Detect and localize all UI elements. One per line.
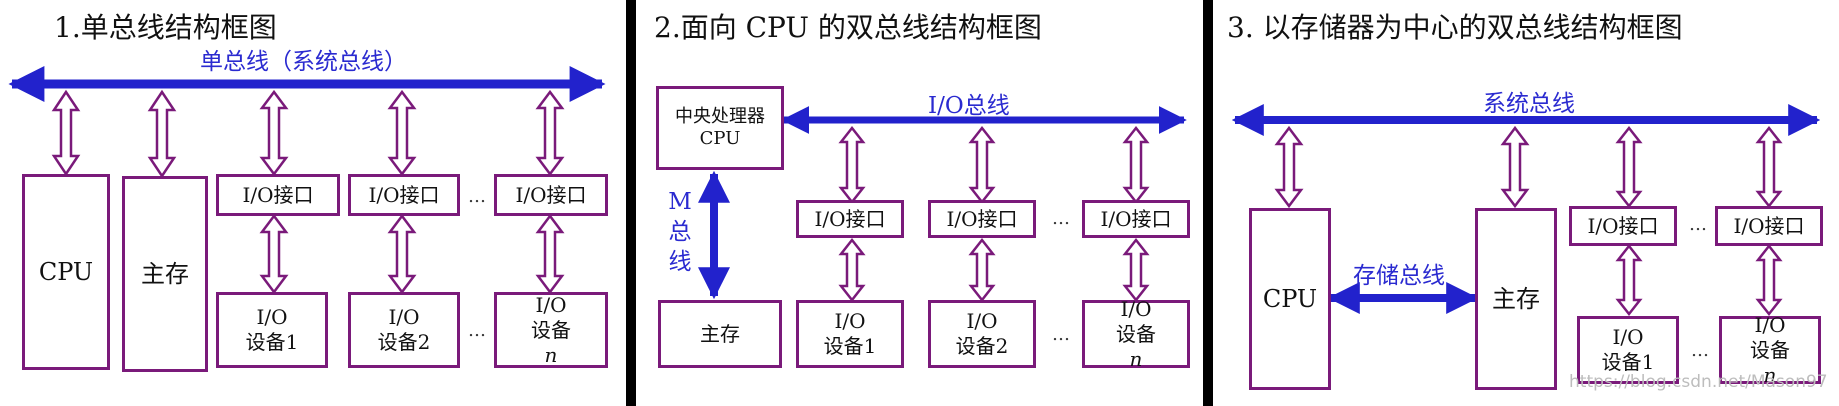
arrow-io1-dev1 [259,213,289,295]
watermark: https://blog.csdn.net/Mason97 [1569,372,1828,392]
cpu-box: CPU [22,174,110,370]
storage-bus-label: 存储总线 [1353,263,1445,289]
arrow-bus-memory [147,89,177,179]
io-interface-1: I/O接口 [1569,206,1677,246]
memory-box: 主存 [1475,208,1557,390]
io-bus-label: I/O总线 [928,93,1010,119]
panel1-title: 1.单总线结构框图 [54,11,277,44]
io-interface-n: I/O接口 [494,174,608,216]
arrow-bus-io2 [387,89,417,177]
panel2-title: 2.面向 CPU 的双总线结构框图 [654,11,1042,44]
ellipsis-2: … [1052,324,1070,345]
ellipsis-1: … [468,186,486,207]
ellipsis-2: … [1691,340,1709,361]
arrow-iobus-ion [1122,125,1150,205]
panel3-title: 3. 以存储器为中心的双总线结构框图 [1227,11,1683,44]
memory-box: 主存 [658,300,782,368]
arrow-ion-devn [1755,243,1783,317]
arrow-bus-ion [1755,125,1783,209]
arrow-io2-dev2 [387,213,417,295]
arrow-iobus-io1 [838,125,866,205]
io-interface-2: I/O接口 [928,200,1036,238]
arrow-ion-devn [535,213,565,295]
arrow-io1-dev1 [1615,243,1643,317]
arrow-bus-ion [535,89,565,177]
arrow-io2-dev2 [968,237,996,303]
single-bus-label: 单总线（系统总线） [200,49,407,75]
arrow-iobus-io2 [968,125,996,205]
cpu-box: CPU [1249,208,1331,390]
panel2-arrows [698,106,1187,303]
io-interface-2: I/O接口 [348,174,460,216]
arrow-bus-memory [1500,125,1530,209]
arrow-bus-cpu [51,89,81,177]
panel3-arrows [1231,104,1821,317]
arrow-bus-io1 [259,89,289,177]
arrow-bus-cpu [1274,125,1304,209]
arrow-bus-io1 [1615,125,1643,209]
ellipsis-2: … [468,320,486,341]
io-interface-1: I/O接口 [796,200,904,238]
arrow-io1-dev1 [838,237,866,303]
io-interface-n: I/O接口 [1082,200,1190,238]
ellipsis-1: … [1052,208,1070,229]
io-interface-n: I/O接口 [1715,206,1823,246]
arrow-ion-devn [1122,237,1150,303]
ellipsis-1: … [1689,214,1707,235]
io-interface-1: I/O接口 [216,174,340,216]
memory-box: 主存 [122,176,208,372]
m-bus-label: M 总 线 [668,189,692,275]
panel-single-bus: 1.单总线结构框图 单总线（系统总线） CPU 主存 I/O接口 I/O接口 …… [0,0,626,406]
panel-memory-dual-bus: 3. 以存储器为中心的双总线结构框图 系统总线 存储总线 CPU 主存 I/O接… [1213,0,1839,406]
divider-2 [1203,0,1213,406]
divider-1 [626,0,636,406]
system-bus-label: 系统总线 [1483,91,1575,117]
